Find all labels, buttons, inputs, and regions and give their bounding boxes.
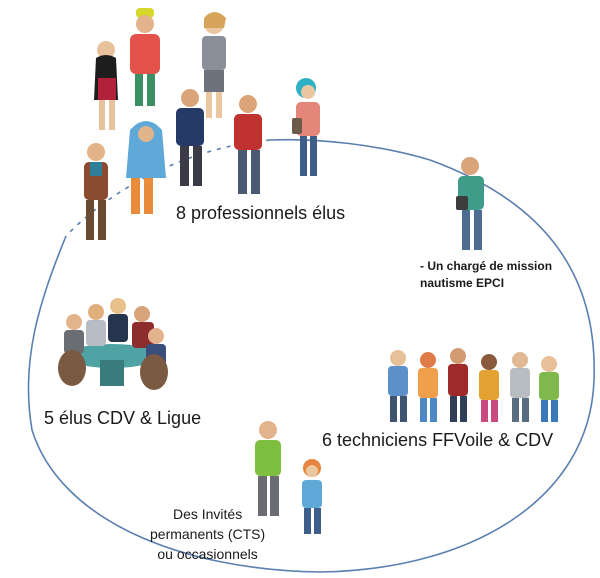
person-figure <box>234 95 262 194</box>
person-figure <box>448 348 468 422</box>
person-figure <box>388 350 408 422</box>
person-figure <box>202 12 226 118</box>
person-figure <box>539 356 559 422</box>
invites-label-line3: ou occasionnels <box>157 546 258 562</box>
people-group-icon <box>84 8 320 240</box>
person-figure <box>418 352 438 422</box>
person-figure <box>84 143 108 240</box>
mission-label: - Un chargé de mission nautisme EPCI <box>420 258 552 292</box>
person-figure <box>130 8 160 106</box>
person-figure <box>94 41 118 130</box>
person-icon <box>456 157 484 250</box>
mission-label-line2: nautisme EPCI <box>420 276 505 290</box>
people-row-icon <box>388 348 559 422</box>
mission-label-line1: - Un chargé de mission <box>420 259 553 273</box>
person-figure <box>126 121 166 214</box>
person-figure <box>510 352 530 422</box>
invites-label-line1: Des Invités <box>172 506 243 522</box>
person-figure <box>292 78 320 176</box>
professionnels-label: 8 professionnels élus <box>176 203 346 223</box>
techniciens-label: 6 techniciens FFVoile & CDV <box>322 430 554 450</box>
couple-icon <box>255 421 322 534</box>
person-figure <box>479 354 499 422</box>
person-figure <box>176 89 204 186</box>
invites-label: Des Invités permanents (CTS) ou occasion… <box>150 504 265 564</box>
circle-outline <box>27 138 595 573</box>
invites-label-line2: permanents (CTS) <box>150 526 266 542</box>
meeting-table-icon <box>58 298 168 390</box>
elus-label: 5 élus CDV & Ligue <box>44 408 202 428</box>
